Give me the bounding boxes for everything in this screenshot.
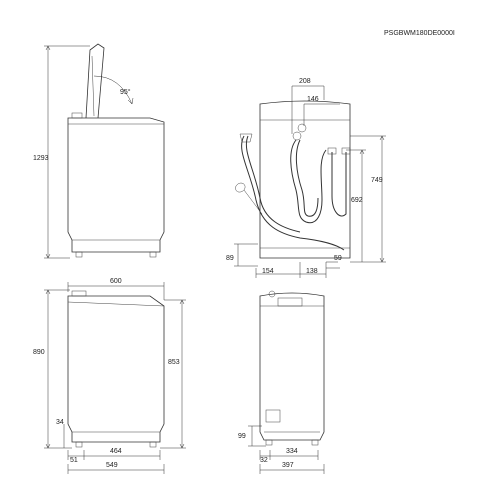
dim-749-label: 749 xyxy=(371,177,383,184)
dim-890-label: 890 xyxy=(33,349,45,356)
drain-hose xyxy=(241,135,345,251)
hose-connector-left xyxy=(331,152,347,217)
closed-knob xyxy=(71,290,87,297)
open-lid xyxy=(85,43,105,119)
dim-89-label: 89 xyxy=(226,255,234,262)
dim-692 xyxy=(346,149,366,262)
dim-89 xyxy=(234,243,258,267)
lid-inner-line xyxy=(91,55,95,117)
dim-334 xyxy=(270,450,319,460)
dim-208 xyxy=(291,85,325,134)
dim-99 xyxy=(248,425,266,447)
dim-51-label: 51 xyxy=(70,457,78,464)
dim-397 xyxy=(259,464,325,474)
control-knob xyxy=(71,112,83,119)
height-1293-dimension xyxy=(44,45,90,259)
dim-692-label: 692 xyxy=(351,197,363,204)
front-knob xyxy=(268,290,276,298)
dim-59 xyxy=(326,261,340,269)
dim-549-label: 549 xyxy=(106,462,118,469)
rear-view: 208 146 749 692 89 154 138 59 xyxy=(226,78,386,278)
front-body-outline xyxy=(259,292,325,441)
dim-154 xyxy=(255,262,301,278)
dim-138 xyxy=(300,262,327,278)
dim-138-label: 138 xyxy=(306,268,318,275)
dim-32-label: 32 xyxy=(260,457,268,464)
dim-208-label: 208 xyxy=(299,78,311,85)
dim-334-label: 334 xyxy=(286,448,298,455)
lid-angle-arc xyxy=(93,75,133,105)
side-view-lid-open: 95° 1293 xyxy=(33,43,165,259)
dim-51 xyxy=(67,450,85,460)
front-display xyxy=(277,297,303,307)
foot-left xyxy=(75,251,83,258)
dim-890 xyxy=(44,289,72,449)
dim-749 xyxy=(350,135,386,263)
dim-146-label: 146 xyxy=(307,96,319,103)
dim-549 xyxy=(67,464,165,474)
service-hatch xyxy=(265,409,281,423)
inlet-hose xyxy=(290,139,327,224)
dim-464-label: 464 xyxy=(110,448,122,455)
height-1293-label: 1293 xyxy=(33,155,49,162)
dim-853 xyxy=(160,299,186,449)
dim-397-label: 397 xyxy=(282,462,294,469)
closed-body-outline xyxy=(67,295,165,443)
dim-59-label: 59 xyxy=(334,255,342,262)
dim-154-label: 154 xyxy=(262,268,274,275)
machine-body-outline xyxy=(67,117,165,253)
inlet-valve-1 xyxy=(292,131,302,141)
dim-464 xyxy=(84,450,161,460)
dim-600-label: 600 xyxy=(110,278,122,285)
dim-34-label: 34 xyxy=(56,419,64,426)
dim-146 xyxy=(303,103,340,126)
inlet-valve-2 xyxy=(297,123,307,133)
dim-32 xyxy=(259,450,271,460)
side-view-closed: 600 890 853 34 51 464 549 xyxy=(33,278,186,474)
dim-853-label: 853 xyxy=(168,359,180,366)
foot-right xyxy=(149,251,157,258)
rear-body-outline xyxy=(259,100,351,259)
lid-angle-label: 95° xyxy=(120,88,131,96)
closed-top-panel xyxy=(67,301,165,307)
dim-600 xyxy=(67,282,165,300)
dim-99-label: 99 xyxy=(238,433,246,440)
model-code: PSGBWM180DE0000I xyxy=(384,30,455,37)
front-view: 99 32 334 397 xyxy=(238,290,325,474)
